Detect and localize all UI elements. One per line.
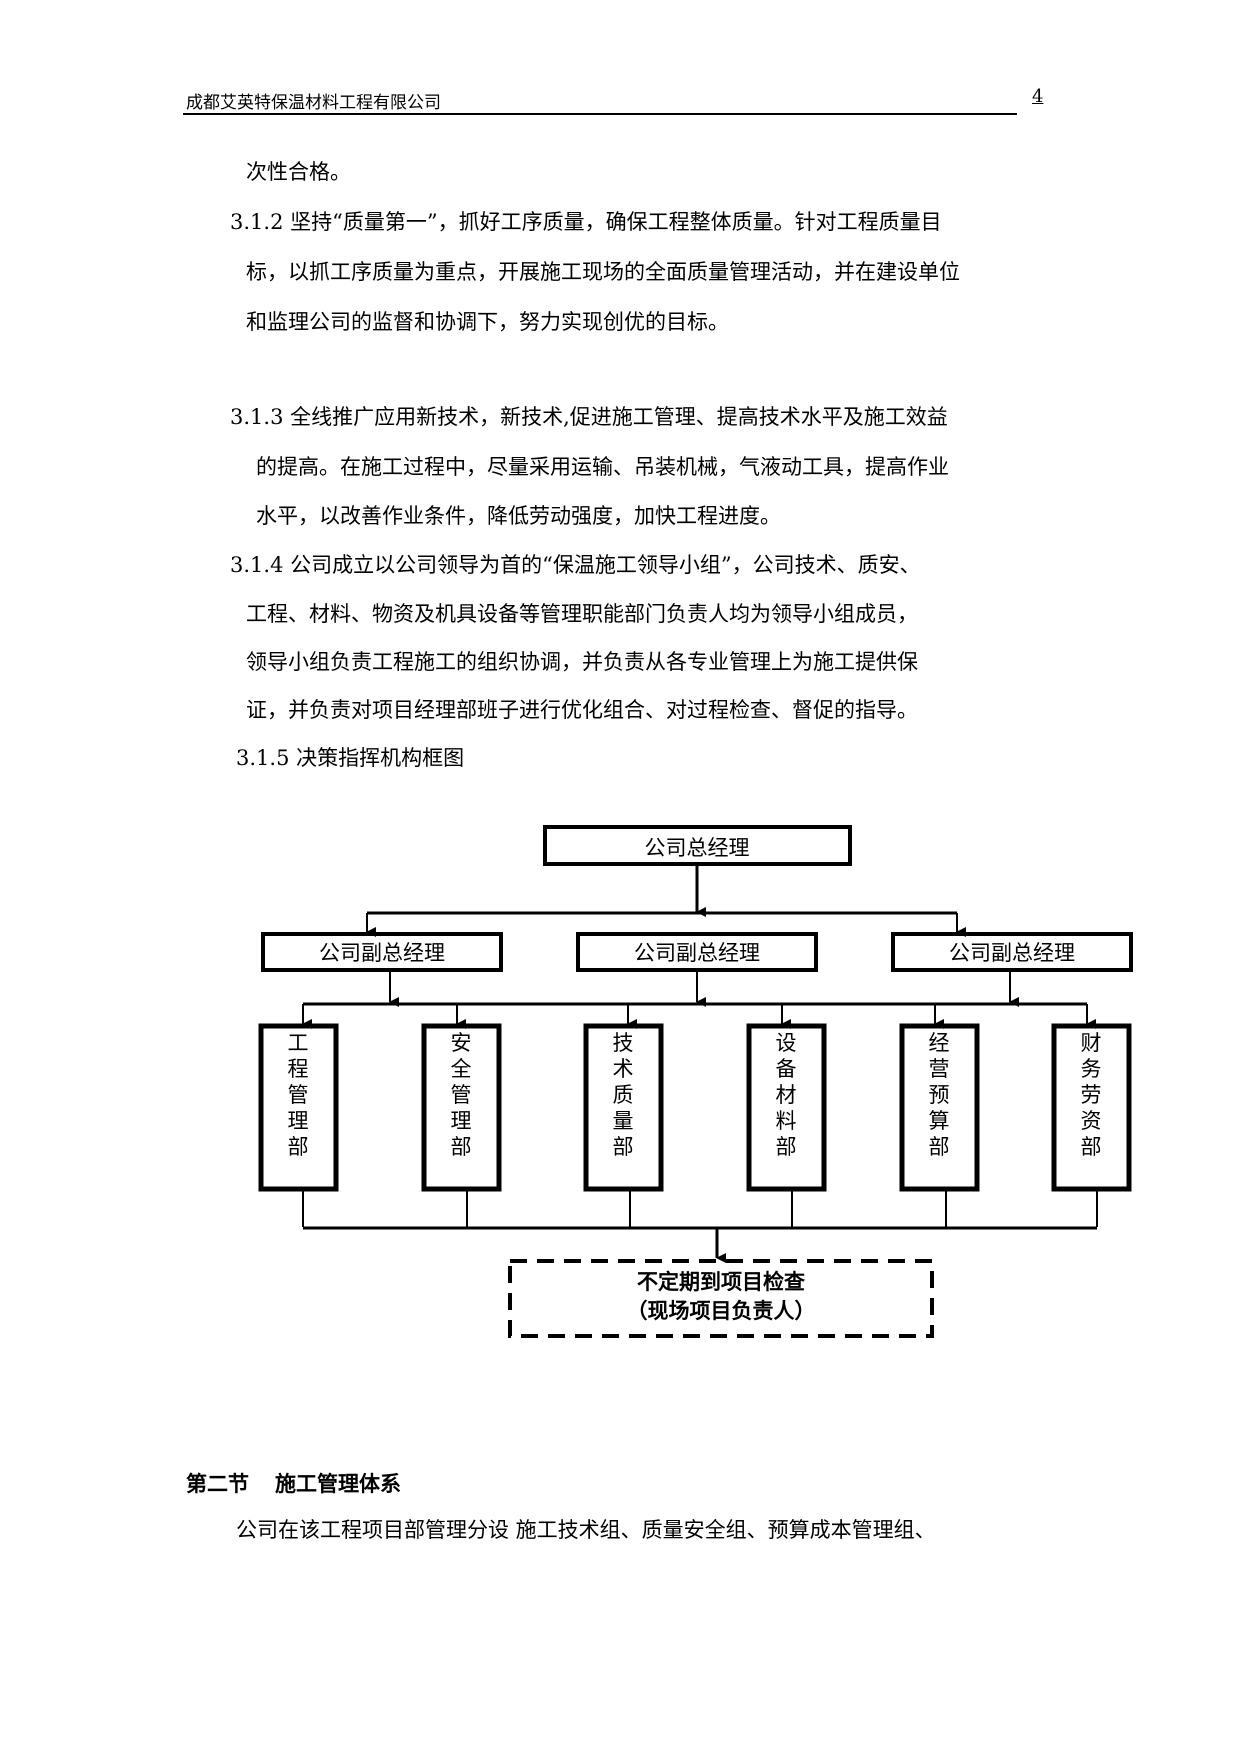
inspection-node-box: [508, 1259, 934, 1338]
department-label: 经营预算部: [929, 1031, 950, 1159]
department-label: 工程管理部: [288, 1031, 309, 1159]
department-label: 安全管理部: [451, 1031, 472, 1159]
inspection-line1: 不定期到项目检查: [637, 1270, 805, 1294]
deputy-node-label: 公司副总经理: [634, 941, 760, 965]
body-line: 领导小组负责工程施工的组织协调，并负责从各专业管理上为施工提供保: [246, 650, 918, 674]
section-title: 施工管理体系: [275, 1471, 401, 1496]
deputy-node-box: [891, 932, 1133, 972]
department-label: 技术质量部: [613, 1031, 634, 1159]
department-node: 技术质量部: [583, 1023, 664, 1192]
body-line: 3.1.5 决策指挥机构框图: [236, 746, 465, 770]
body-line: 水平，以改善作业条件，降低劳动强度，加快工程进度。: [256, 504, 781, 528]
deputy-node-box: [261, 932, 503, 972]
department-node: 安全管理部: [421, 1023, 502, 1192]
body-line: 标，以抓工序质量为重点，开展施工现场的全面质量管理活动，并在建设单位: [246, 260, 960, 284]
department-node: 财务劳资部: [1051, 1023, 1132, 1192]
department-node: 经营预算部: [899, 1023, 980, 1192]
body-line: 的提高。在施工过程中，尽量采用运输、吊装机械，气液动工具，提高作业: [256, 455, 949, 479]
department-node: 设备材料部: [746, 1023, 827, 1192]
header-company-name: 成都艾英特保温材料工程有限公司: [186, 93, 441, 113]
header-rule: [183, 113, 1017, 115]
page-number: 4: [1032, 86, 1044, 107]
section-paragraph: 公司在该工程项目部管理分设 施工技术组、质量安全组、预算成本管理组、: [236, 1518, 936, 1542]
deputy-node-label: 公司副总经理: [949, 941, 1075, 965]
top-node-label: 公司总经理: [645, 836, 750, 860]
body-line: 证，并负责对项目经理部班子进行优化组合、对过程检查、督促的指导。: [246, 698, 918, 722]
body-line: 3.1.4 公司成立以公司领导为首的“保温施工领导小组”，公司技术、质安、: [230, 553, 921, 577]
section-heading: 第二节 施工管理体系: [186, 1468, 401, 1498]
section-number: 第二节: [186, 1471, 249, 1496]
department-label: 财务劳资部: [1081, 1031, 1102, 1159]
inspection-line2: （现场项目负责人）: [627, 1299, 816, 1323]
body-line: 次性合格。: [246, 160, 351, 184]
body-line: 工程、材料、物资及机具设备等管理职能部门负责人均为领导小组成员，: [246, 602, 918, 626]
body-line: 3.1.2 坚持“质量第一”，抓好工序质量，确保工程整体质量。针对工程质量目: [230, 210, 942, 234]
body-line: 3.1.3 全线推广应用新技术，新技术,促进施工管理、提高技术水平及施工效益: [230, 405, 948, 429]
deputy-node-label: 公司副总经理: [319, 941, 445, 965]
department-node: 工程管理部: [258, 1023, 339, 1192]
body-line: 和监理公司的监督和协调下，努力实现创优的目标。: [246, 310, 729, 334]
department-label: 设备材料部: [776, 1031, 797, 1159]
